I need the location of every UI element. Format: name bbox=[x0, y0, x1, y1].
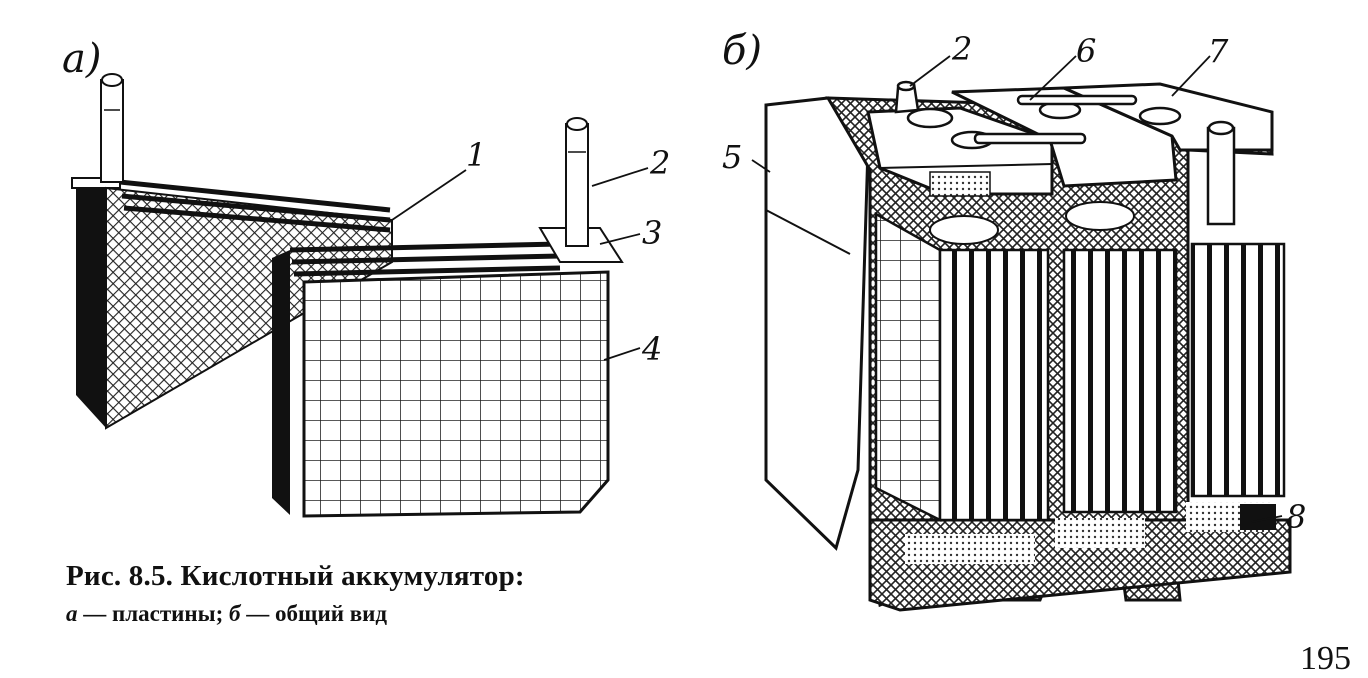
figure-caption-legend: a — пластины; б — общий вид bbox=[66, 601, 387, 627]
filler-caps bbox=[906, 94, 1182, 150]
callout-b-2: 2 bbox=[951, 30, 972, 68]
page-number: 195 bbox=[1300, 640, 1351, 677]
callout-b-8: 8 bbox=[1286, 498, 1306, 536]
callout-b-5: 5 bbox=[722, 138, 742, 176]
panel-b-label: б) bbox=[722, 28, 762, 74]
electrode-grid bbox=[874, 211, 942, 523]
terminal-posts-b bbox=[894, 80, 1236, 226]
panel-a-label: a) bbox=[62, 36, 101, 82]
callouts-b bbox=[751, 55, 1283, 523]
callouts-a bbox=[391, 167, 649, 361]
caption-item-b-letter: б bbox=[229, 601, 241, 626]
front-plate-pack bbox=[272, 117, 624, 518]
caption-item-a-letter: a bbox=[66, 601, 78, 626]
plate-ribs bbox=[929, 201, 1286, 522]
sediment-bottom bbox=[905, 502, 1276, 564]
caption-item-b-text: — общий вид bbox=[240, 601, 388, 626]
figure-caption-title: Рис. 8.5. Кислотный аккумулятор: bbox=[66, 560, 525, 592]
front-terminal-post bbox=[565, 123, 589, 247]
panel-a: a) 1 2 3 4 bbox=[62, 36, 670, 518]
caption-item-a-text: — пластины; bbox=[77, 601, 230, 626]
callout-a-1: 1 bbox=[466, 136, 486, 174]
case-wall bbox=[764, 96, 870, 551]
panel-b: б) bbox=[722, 28, 1306, 612]
callout-b-7: 7 bbox=[1208, 32, 1229, 70]
callout-a-3: 3 bbox=[642, 214, 662, 252]
back-terminal-post bbox=[100, 79, 124, 183]
callout-a-2: 2 bbox=[649, 144, 670, 182]
callout-b-6: 6 bbox=[1076, 32, 1096, 70]
callout-a-4: 4 bbox=[641, 330, 662, 368]
